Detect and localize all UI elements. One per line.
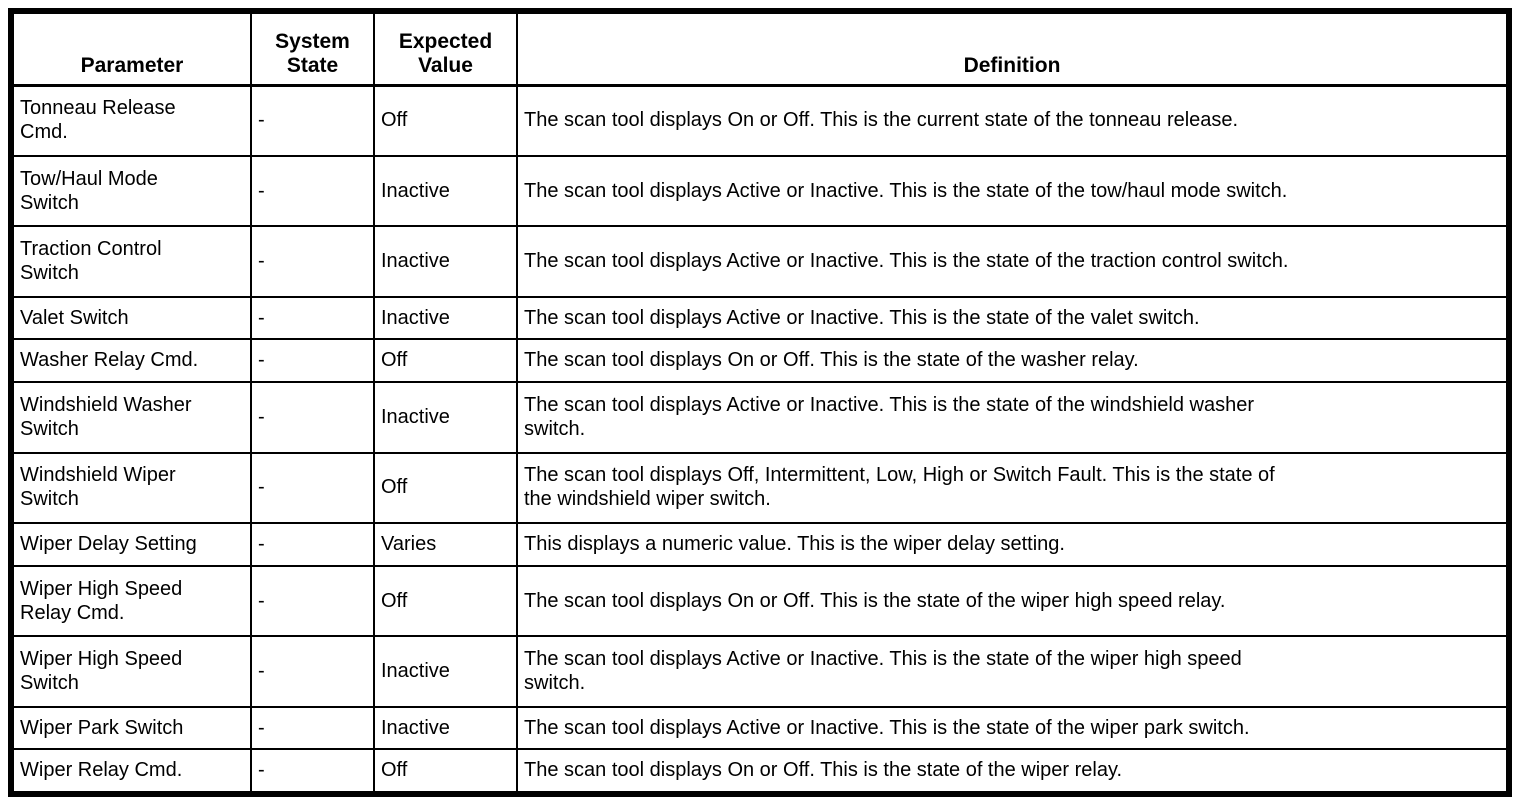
expected-value-cell: Inactive: [373, 706, 518, 751]
expected-value-cell: Inactive: [373, 635, 518, 709]
expected-value-cell: Inactive: [373, 296, 518, 341]
parameter-cell: Wiper High Speed Switch: [12, 635, 252, 709]
definition-cell: The scan tool displays Active or Inactiv…: [516, 706, 1508, 751]
expected-value-cell: Inactive: [373, 154, 518, 228]
system-state-cell: -: [250, 338, 375, 383]
table-row: Washer Relay Cmd. - Off The scan tool di…: [12, 338, 1508, 383]
table-row: Wiper High Speed Relay Cmd. - Off The sc…: [12, 564, 1508, 638]
expected-value-cell: Inactive: [373, 225, 518, 299]
system-state-cell: -: [250, 564, 375, 638]
column-header-parameter: Parameter: [12, 12, 252, 87]
definition-cell: The scan tool displays Active or Inactiv…: [516, 635, 1508, 709]
expected-value-cell: Off: [373, 451, 518, 525]
expected-value-cell: Off: [373, 748, 518, 793]
column-header-definition: Definition: [516, 12, 1508, 87]
definition-cell: The scan tool displays On or Off. This i…: [516, 564, 1508, 638]
definition-cell: The scan tool displays On or Off. This i…: [516, 338, 1508, 383]
parameter-cell: Wiper Delay Setting: [12, 522, 252, 567]
table-row: Windshield Washer Switch - Inactive The …: [12, 380, 1508, 454]
system-state-cell: -: [250, 296, 375, 341]
table-row: Wiper Delay Setting - Varies This displa…: [12, 522, 1508, 567]
definition-cell: The scan tool displays Active or Inactiv…: [516, 380, 1508, 454]
expected-value-cell: Off: [373, 84, 518, 157]
table-row: Wiper Park Switch - Inactive The scan to…: [12, 706, 1508, 751]
table-row: Traction Control Switch - Inactive The s…: [12, 225, 1508, 299]
system-state-cell: -: [250, 154, 375, 228]
definition-cell: The scan tool displays Active or Inactiv…: [516, 296, 1508, 341]
header-row: Parameter System State Expected Value De…: [12, 12, 1508, 87]
expected-value-cell: Off: [373, 564, 518, 638]
system-state-cell: -: [250, 225, 375, 299]
definition-cell: The scan tool displays Off, Intermittent…: [516, 451, 1508, 525]
definition-cell: This displays a numeric value. This is t…: [516, 522, 1508, 567]
system-state-cell: -: [250, 748, 375, 793]
definition-cell: The scan tool displays Active or Inactiv…: [516, 225, 1508, 299]
system-state-cell: -: [250, 380, 375, 454]
system-state-cell: -: [250, 635, 375, 709]
expected-value-cell: Off: [373, 338, 518, 383]
expected-value-cell: Varies: [373, 522, 518, 567]
table-row: Windshield Wiper Switch - Off The scan t…: [12, 451, 1508, 525]
parameter-cell: Windshield Washer Switch: [12, 380, 252, 454]
parameter-cell: Wiper High Speed Relay Cmd.: [12, 564, 252, 638]
column-header-system-state: System State: [250, 12, 375, 87]
table-row: Tonneau Release Cmd. - Off The scan tool…: [12, 84, 1508, 157]
table-body: Tonneau Release Cmd. - Off The scan tool…: [12, 84, 1508, 793]
parameter-cell: Wiper Relay Cmd.: [12, 748, 252, 793]
table-row: Wiper High Speed Switch - Inactive The s…: [12, 635, 1508, 709]
definition-cell: The scan tool displays Active or Inactiv…: [516, 154, 1508, 228]
table-header: Parameter System State Expected Value De…: [12, 12, 1508, 87]
parameter-cell: Traction Control Switch: [12, 225, 252, 299]
table-row: Tow/Haul Mode Switch - Inactive The scan…: [12, 154, 1508, 228]
column-header-expected-value: Expected Value: [373, 12, 518, 87]
system-state-cell: -: [250, 522, 375, 567]
table-row: Valet Switch - Inactive The scan tool di…: [12, 296, 1508, 341]
parameter-cell: Tow/Haul Mode Switch: [12, 154, 252, 228]
expected-value-cell: Inactive: [373, 380, 518, 454]
parameter-cell: Tonneau Release Cmd.: [12, 84, 252, 157]
parameter-cell: Wiper Park Switch: [12, 706, 252, 751]
table-row: Wiper Relay Cmd. - Off The scan tool dis…: [12, 748, 1508, 793]
scan-tool-data-table: Parameter System State Expected Value De…: [8, 8, 1512, 797]
system-state-cell: -: [250, 451, 375, 525]
parameter-cell: Washer Relay Cmd.: [12, 338, 252, 383]
parameter-cell: Windshield Wiper Switch: [12, 451, 252, 525]
system-state-cell: -: [250, 84, 375, 157]
parameter-cell: Valet Switch: [12, 296, 252, 341]
definition-cell: The scan tool displays On or Off. This i…: [516, 84, 1508, 157]
definition-cell: The scan tool displays On or Off. This i…: [516, 748, 1508, 793]
system-state-cell: -: [250, 706, 375, 751]
parameter-table: Parameter System State Expected Value De…: [12, 12, 1508, 793]
